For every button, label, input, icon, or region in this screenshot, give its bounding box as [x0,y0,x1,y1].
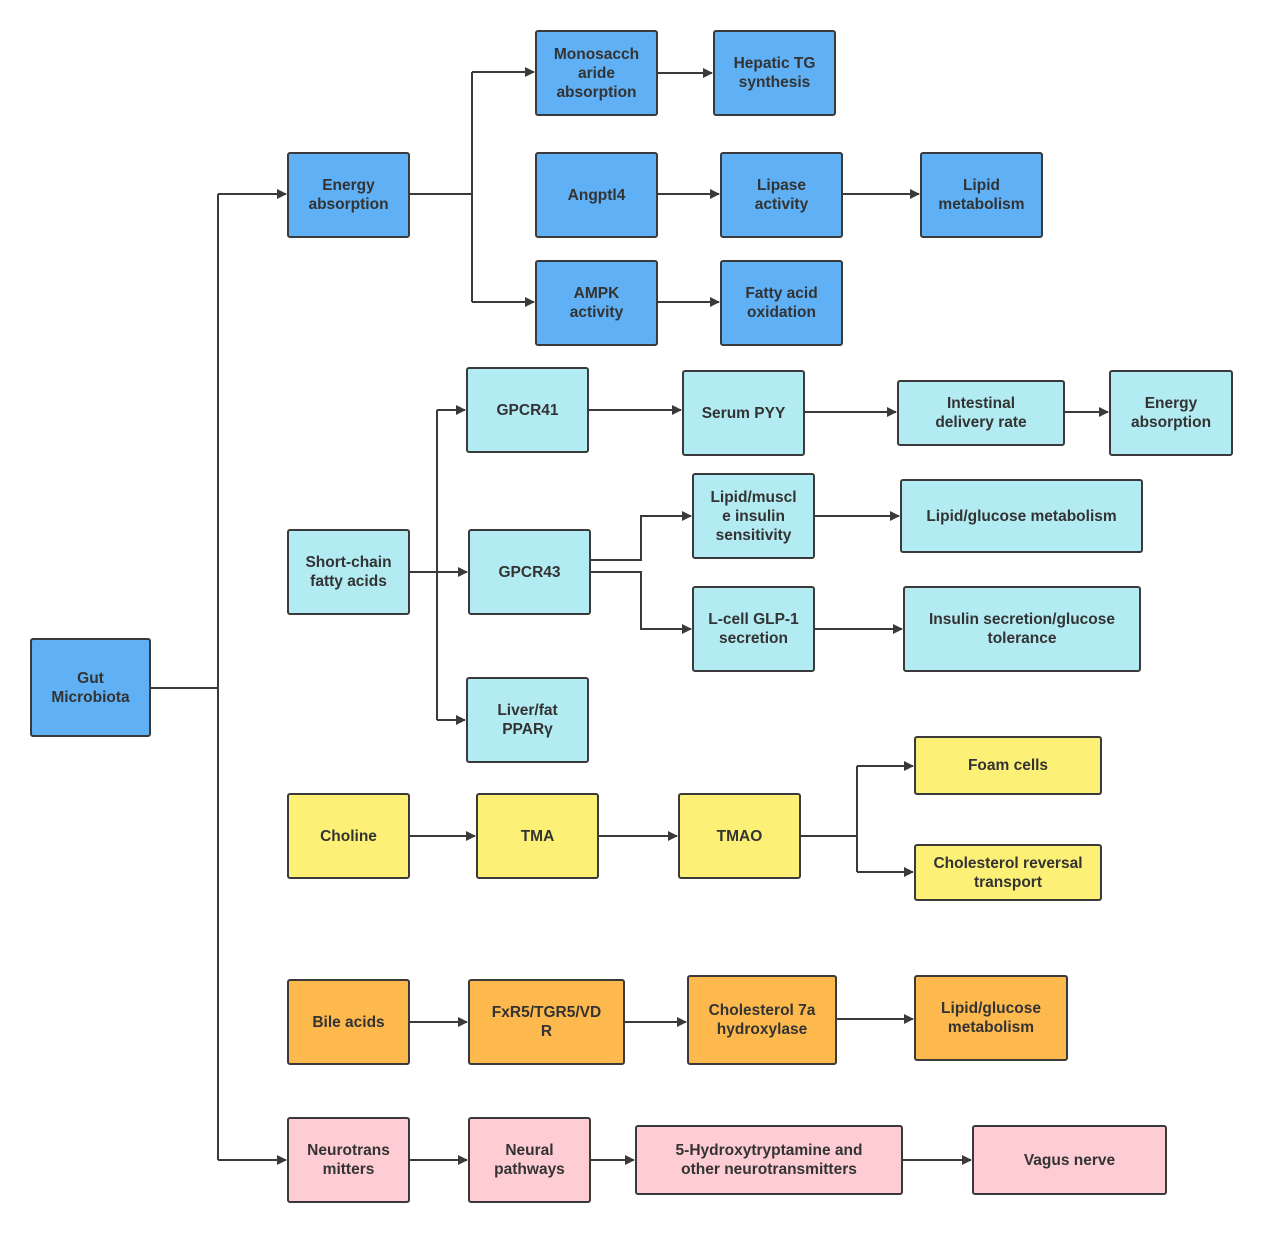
node-lipid-muscle-insulin-sensitivity: Lipid/muscl e insulin sensitivity [692,473,815,559]
node-tma: TMA [476,793,599,879]
node-cholesterol-7a-hydroxylase: Cholesterol 7a hydroxylase [687,975,837,1065]
node-cholesterol-reversal-transport: Cholesterol reversal transport [914,844,1102,901]
node-vagus-nerve: Vagus nerve [972,1125,1167,1195]
node-short-chain-fatty-acids: Short-chain fatty acids [287,529,410,615]
node-l-cell-glp1-secretion: L-cell GLP-1 secretion [692,586,815,672]
node-lipid-glucose-metabolism-2: Lipid/glucose metabolism [914,975,1068,1061]
node-fxr5-tgr5-vdr: FxR5/TGR5/VD R [468,979,625,1065]
node-serum-pyy: Serum PYY [682,370,805,456]
node-lipid-metabolism: Lipid metabolism [920,152,1043,238]
node-lipid-glucose-metabolism-1: Lipid/glucose metabolism [900,479,1143,553]
node-ampk-activity: AMPK activity [535,260,658,346]
node-intestinal-delivery-rate: Intestinal delivery rate [897,380,1065,446]
node-lipase-activity: Lipase activity [720,152,843,238]
node-gut-microbiota: Gut Microbiota [30,638,151,737]
node-5-hydroxytryptamine-neurotransmitters: 5-Hydroxytryptamine and other neurotrans… [635,1125,903,1195]
node-angptl4: Angptl4 [535,152,658,238]
node-energy-absorption: Energy absorption [287,152,410,238]
node-bile-acids: Bile acids [287,979,410,1065]
node-insulin-secretion-glucose-tolerance: Insulin secretion/glucose tolerance [903,586,1141,672]
node-fatty-acid-oxidation: Fatty acid oxidation [720,260,843,346]
node-gpcr43: GPCR43 [468,529,591,615]
node-gpcr41: GPCR41 [466,367,589,453]
node-hepatic-tg-synthesis: Hepatic TG synthesis [713,30,836,116]
node-tmao: TMAO [678,793,801,879]
node-monosaccharide-absorption: Monosacch aride absorption [535,30,658,116]
node-foam-cells: Foam cells [914,736,1102,795]
node-energy-absorption-2: Energy absorption [1109,370,1233,456]
connector-gpcr43-to-lipid-muscle [591,511,692,561]
node-neurotransmitters: Neurotrans mitters [287,1117,410,1203]
node-choline: Choline [287,793,410,879]
connector-gpcr43-to-lcell [591,571,692,634]
node-neural-pathways: Neural pathways [468,1117,591,1203]
node-liver-fat-ppar: Liver/fat PPARγ [466,677,589,763]
